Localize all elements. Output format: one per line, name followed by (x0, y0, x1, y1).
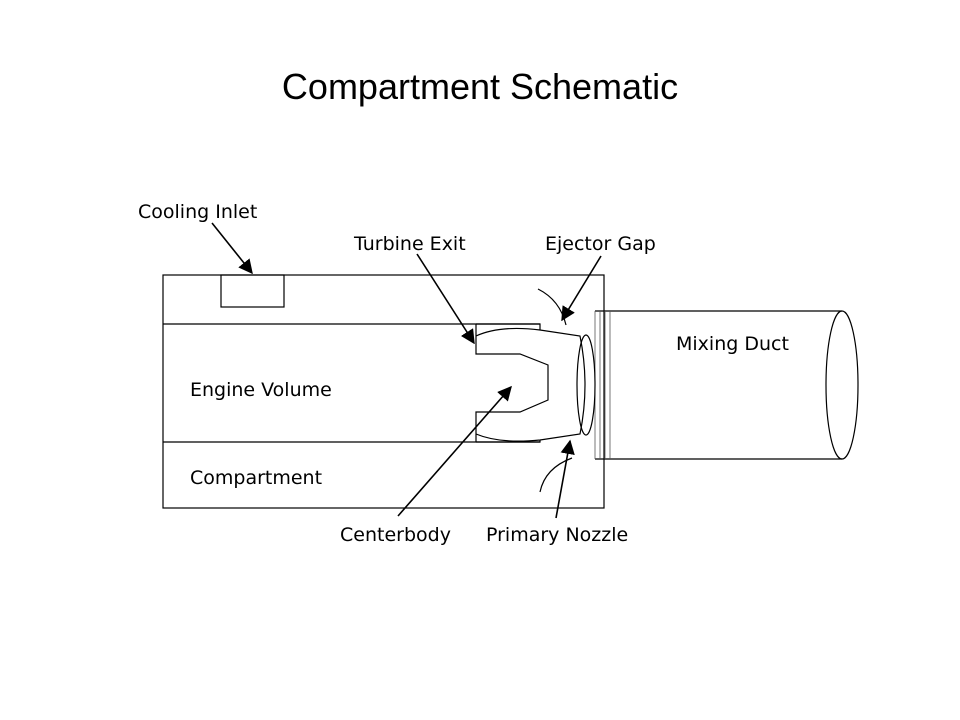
engine-volume-label: Engine Volume (190, 379, 332, 401)
cooling-inlet-label: Cooling Inlet (138, 201, 257, 223)
page-title: Compartment Schematic (281, 66, 679, 107)
mixing-duct-label: Mixing Duct (676, 333, 789, 355)
ejector-gap-lower-arc (539, 457, 573, 493)
cooling-inlet-box (220, 274, 285, 308)
centerbody-arrow (397, 385, 512, 517)
turbine-exit-upper-flange (476, 323, 541, 330)
centerbody-label: Centerbody (340, 524, 451, 546)
ejector-gap-label: Ejector Gap (545, 233, 656, 255)
compartment-box (162, 274, 605, 509)
primary-nozzle-label: Primary Nozzle (486, 524, 628, 546)
turbine-exit-label: Turbine Exit (353, 233, 466, 255)
compartment-label: Compartment (190, 467, 322, 489)
cooling-inlet-arrow (211, 222, 253, 275)
ejector-gap-arrow (561, 255, 602, 322)
turbine-exit-arrow (416, 253, 475, 345)
primary-nozzle-arrow (555, 439, 575, 519)
primary-nozzle (475, 327, 596, 442)
turbine-exit-lower-flange (476, 440, 541, 443)
centerbody (475, 324, 549, 442)
